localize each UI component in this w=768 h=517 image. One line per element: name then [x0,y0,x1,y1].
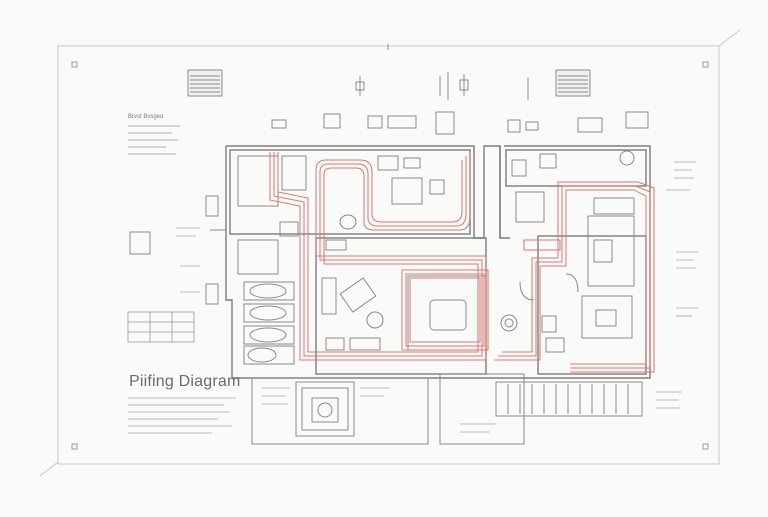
rooftop-unit-left [187,69,223,97]
right-wing-fixtures [511,150,635,353]
building-walls [225,145,651,379]
notes-block [128,125,180,155]
corner-marks [71,61,709,450]
pipe-runs [269,152,655,373]
notes-heading: Brvst Bvsgeo [128,114,164,120]
top-fixtures [271,44,649,135]
notes-lines-bottom [128,387,682,434]
right-annotations [176,161,698,317]
left-wing-rooms [129,155,307,365]
diagram-title: Piifing Diagram [129,373,241,390]
legend-table [127,311,195,343]
rooftop-unit-right [555,69,591,97]
sheet-frame [39,29,741,477]
lower-section [251,373,643,445]
